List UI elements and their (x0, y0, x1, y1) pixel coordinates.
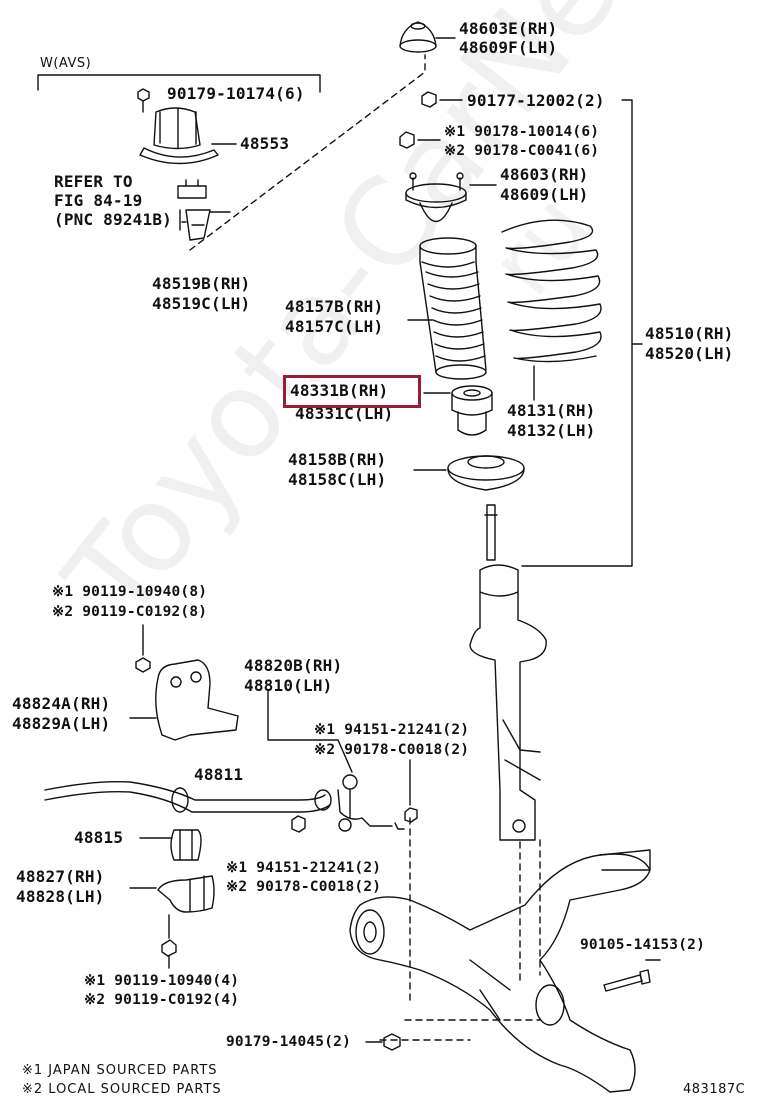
footer-note-local: ※2 LOCAL SOURCED PARTS (22, 1082, 222, 1097)
stabilizer-bar-48811 (44, 780, 332, 813)
label-48824a: 48824A(RH) (12, 694, 111, 713)
bump-stop-48603e (399, 21, 456, 53)
label-48603: 48603(RH) (500, 165, 589, 184)
label-48553: 48553 (240, 134, 290, 153)
label-48609f: 48609F(LH) (459, 38, 558, 57)
lower-control-arm (349, 849, 651, 1093)
label-48519c: 48519C(LH) (152, 294, 251, 313)
nut-94151-lower (291, 815, 306, 833)
label-90178-c0018-upper: ※2 90178-C0018(2) (314, 742, 470, 758)
dashed-leader-lower (379, 817, 541, 1041)
label-90119-c0192-8: ※2 90119-C0192(8) (52, 604, 208, 620)
label-48158c: 48158C(LH) (288, 470, 387, 489)
nut-90179-14045 (365, 1033, 401, 1051)
label-90178-c0041: ※2 90178-C0041(6) (444, 143, 600, 159)
bolt-90119-lower (161, 914, 177, 969)
label-90178-c0018-lower: ※2 90178-C0018(2) (226, 879, 382, 895)
footer-note-japan: ※1 JAPAN SOURCED PARTS (22, 1063, 218, 1078)
label-90179-10174: 90179-10174(6) (167, 84, 305, 103)
label-48820b: 48820B(RH) (244, 656, 343, 675)
label-refer-to: REFER TO (54, 172, 133, 191)
coil-spring-48131 (501, 219, 602, 401)
nut-94151-upper (404, 759, 418, 823)
upper-support-48603 (405, 172, 497, 222)
bushing-48815 (139, 829, 202, 861)
insulator-48158 (413, 455, 525, 491)
nut-90178 (399, 131, 441, 149)
label-90119-c0192-4: ※2 90119-C0192(4) (84, 992, 240, 1008)
avs-bracket-line (37, 74, 321, 93)
label-94151-21241-lower: ※1 94151-21241(2) (226, 860, 382, 876)
label-90119-10940-4: ※1 90119-10940(4) (84, 973, 240, 989)
label-48827: 48827(RH) (16, 867, 105, 886)
bolt-90105 (603, 959, 661, 992)
label-w-avs: W(AVS) (40, 56, 92, 71)
label-90178-10014: ※1 90178-10014(6) (444, 124, 600, 140)
label-48520: 48520(LH) (645, 344, 734, 363)
bolt-90119-upper (135, 624, 151, 673)
label-48132: 48132(LH) (507, 421, 596, 440)
label-48331b: 48331B(RH) (290, 381, 389, 401)
label-90105-14153: 90105-14153(2) (580, 937, 706, 953)
label-48510: 48510(RH) (645, 324, 734, 343)
bumper-48553 (137, 88, 237, 165)
highlight-box-48331b (283, 375, 421, 408)
label-48157c: 48157C(LH) (285, 317, 384, 336)
label-48603e: 48603E(RH) (459, 19, 558, 38)
bracket-48824a (129, 659, 239, 741)
label-48815: 48815 (74, 828, 124, 847)
label-90179-14045: 90179-14045(2) (226, 1034, 352, 1050)
label-48131: 48131(RH) (507, 401, 596, 420)
label-48810: 48810(LH) (244, 676, 333, 695)
label-48331c: 48331C(LH) (295, 404, 394, 423)
label-90119-10940-8: ※1 90119-10940(8) (52, 584, 208, 600)
bound-stopper-48331b (423, 385, 493, 436)
stabilizer-link-48820b (267, 689, 405, 832)
label-48157b: 48157B(RH) (285, 297, 384, 316)
label-48829a: 48829A(LH) (12, 714, 111, 733)
assembly-bracket-48510 (521, 99, 633, 567)
label-94151-21241-upper: ※1 94151-21241(2) (314, 722, 470, 738)
shock-absorber (469, 504, 547, 841)
label-48811: 48811 (194, 765, 244, 784)
bracket-48827 (129, 875, 215, 913)
bellows-boot-48157 (407, 237, 487, 380)
label-48158b: 48158B(RH) (288, 450, 387, 469)
label-90177-12002: 90177-12002(2) (467, 91, 605, 110)
figure-code: 483187C (683, 1082, 746, 1097)
label-refer-pnc: (PNC 89241B) (54, 210, 172, 229)
bracket-48519b (177, 179, 231, 241)
label-refer-fig: FIG 84-19 (54, 191, 143, 210)
label-48609: 48609(LH) (500, 185, 589, 204)
nut-90177 (421, 91, 463, 108)
label-48828: 48828(LH) (16, 887, 105, 906)
label-48519b: 48519B(RH) (152, 274, 251, 293)
